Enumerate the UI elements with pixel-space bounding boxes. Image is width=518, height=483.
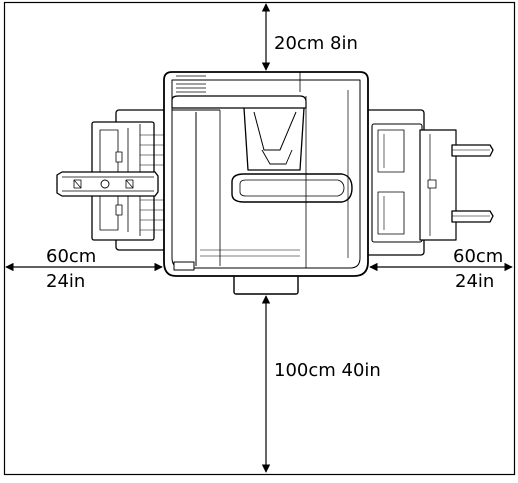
clearance-arrows [5, 3, 513, 473]
right-tray [353, 109, 494, 256]
printer-body [163, 71, 369, 277]
right-clearance-in: 24in [455, 271, 494, 292]
printer-illustration [56, 71, 494, 295]
left-clearance-cm: 60cm [46, 246, 96, 267]
left-tray [56, 109, 173, 251]
left-clearance-in: 24in [46, 271, 85, 292]
bottom-clearance-label: 100cm 40in [274, 360, 381, 381]
frame [3, 1, 516, 476]
top-clearance-label: 20cm 8in [274, 33, 358, 54]
right-clearance-cm: 60cm [453, 246, 503, 267]
